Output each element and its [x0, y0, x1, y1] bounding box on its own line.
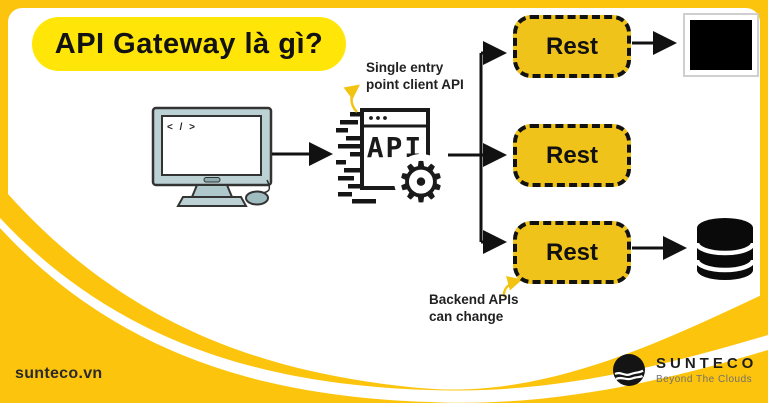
- mouse-icon: [245, 190, 269, 206]
- page-title-text: API Gateway là gì?: [54, 27, 324, 60]
- single-entry-note-line2: point client API: [366, 77, 464, 92]
- api-gateway-icon: API ⚙: [360, 108, 448, 214]
- database-icon: [694, 218, 756, 280]
- annotation-arrow-backend: [502, 276, 523, 298]
- monitor-button: [203, 177, 221, 183]
- rest-endpoint-2: Rest: [513, 124, 631, 187]
- gear-icon: ⚙: [396, 151, 446, 214]
- single-entry-note-line1: Single entry: [366, 60, 444, 75]
- backend-note-line1: Backend APIs: [429, 292, 519, 307]
- footer-wave-white-stripe: [0, 218, 768, 403]
- window-dots-icon: [369, 116, 387, 120]
- single-entry-note: Single entry point client API: [366, 59, 464, 93]
- brand-name: SUNTECO: [656, 355, 758, 372]
- monitor-screen: [161, 115, 262, 176]
- rest-endpoint-3-label: Rest: [545, 238, 599, 266]
- sunteco-globe-icon: [613, 354, 645, 386]
- gear-backdrop: [394, 154, 448, 208]
- code-tag-text: < / >: [167, 122, 197, 133]
- brand-tagline: Beyond The Clouds: [656, 374, 753, 385]
- sunteco-logo: SUNTECO Beyond The Clouds: [612, 353, 757, 387]
- rest-endpoint-1-label: Rest: [545, 32, 599, 60]
- rest-endpoint-2-label: Rest: [545, 141, 599, 169]
- rest-endpoint-3: Rest: [513, 221, 631, 284]
- client-computer-icon: < / >: [151, 106, 273, 207]
- annotation-arrow-single-entry: [343, 84, 360, 113]
- monitor-base: [176, 196, 248, 207]
- footer-wave: [0, 185, 768, 403]
- app-image-icon: [683, 13, 759, 77]
- rest-endpoint-1: Rest: [513, 15, 631, 78]
- page-title: API Gateway là gì?: [32, 17, 346, 71]
- backend-note: Backend APIs can change: [429, 291, 519, 325]
- backend-note-line2: can change: [429, 309, 504, 324]
- website-label: sunteco.vn: [15, 365, 103, 382]
